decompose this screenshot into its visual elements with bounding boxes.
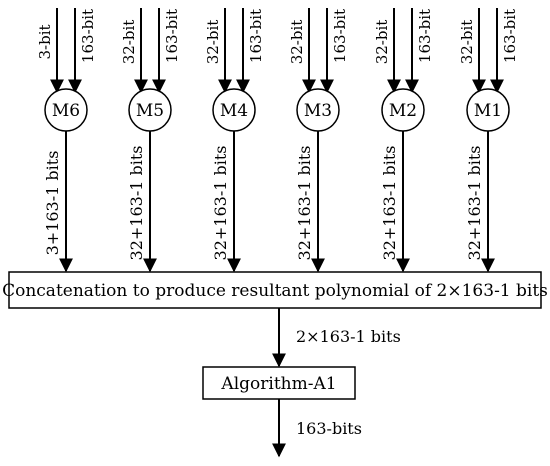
multiplier-output-label: 3+163-1 bits — [43, 151, 62, 256]
input-a-label: 32-bit — [458, 20, 476, 65]
multiplier-output-label: 32+163-1 bits — [380, 146, 399, 261]
input-b-label: 163-bit — [501, 9, 519, 63]
algorithm-label: Algorithm-A1 — [220, 374, 336, 394]
input-a-label: 3-bit — [36, 24, 54, 59]
final-output-label: 163-bits — [296, 419, 362, 438]
input-b-label: 163-bit — [163, 9, 181, 63]
multiplier-node-label: M3 — [304, 101, 332, 121]
input-a-label: 32-bit — [120, 20, 138, 65]
input-b-label: 163-bit — [416, 9, 434, 63]
input-b-label: 163-bit — [247, 9, 265, 63]
multiplier-output-label: 32+163-1 bits — [465, 146, 484, 261]
multiplier-output-label: 32+163-1 bits — [127, 146, 146, 261]
algorithm-box — [202, 366, 356, 400]
input-b-label: 163-bit — [331, 9, 349, 63]
input-a-label: 32-bit — [288, 20, 306, 65]
concatenation-box — [8, 271, 542, 309]
multiplier-node-label: M6 — [52, 101, 80, 121]
multiplier-node-label: M2 — [389, 101, 417, 121]
input-a-label: 32-bit — [204, 20, 222, 65]
concatenation-label: Concatenation to produce resultant polyn… — [2, 281, 548, 301]
input-b-label: 163-bit — [79, 9, 97, 63]
input-a-label: 32-bit — [373, 20, 391, 65]
multiplier-output-label: 32+163-1 bits — [295, 146, 314, 261]
multiplier-node-label: M4 — [220, 101, 248, 121]
concat-output-label: 2×163-1 bits — [296, 327, 401, 346]
multiplier-output-label: 32+163-1 bits — [211, 146, 230, 261]
multiplier-node-label: M5 — [136, 101, 164, 121]
multiplier-node-label: M1 — [474, 101, 502, 121]
